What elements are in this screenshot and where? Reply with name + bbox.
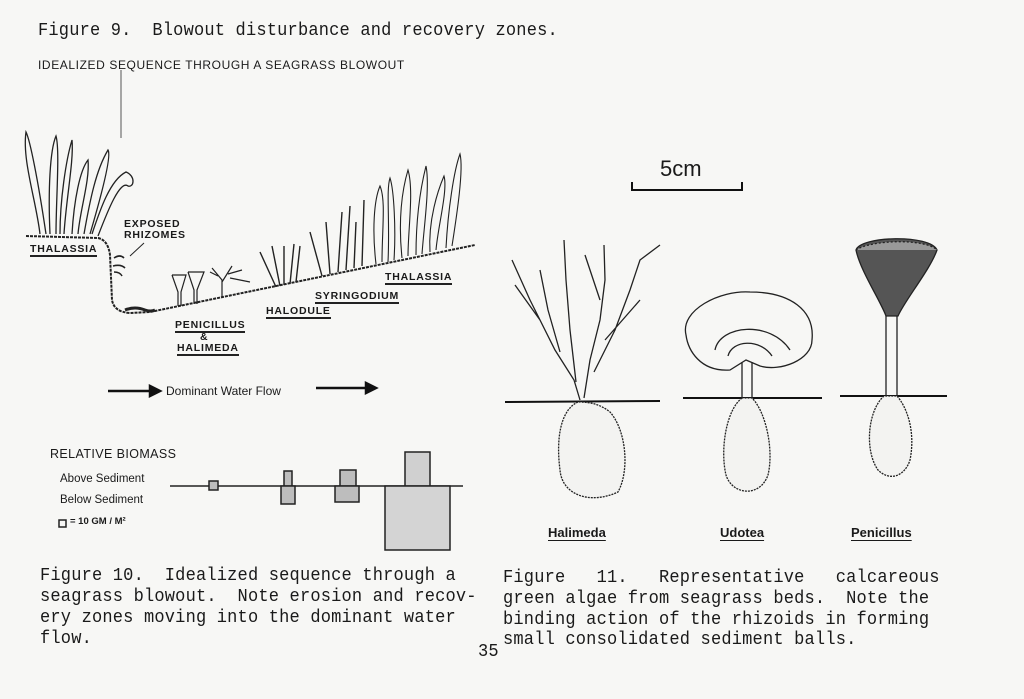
- label-penicillus: PENICILLUS: [175, 319, 246, 333]
- biomass-bar-zone2-below: [280, 485, 296, 505]
- caption-line: Figure 10. Idealized sequence through a: [40, 565, 456, 586]
- label-exposed: EXPOSED: [124, 218, 181, 230]
- caption-line: binding action of the rhizoids in formin…: [503, 609, 930, 630]
- caption-line: Figure 11. Representative calcareous: [503, 567, 940, 588]
- halodule-syringodium-plants: [259, 199, 365, 288]
- label-thalassia-left: THALASSIA: [30, 243, 98, 257]
- halimeda-drawing: [511, 239, 661, 499]
- legend-square-icon: [58, 519, 67, 528]
- scale-bar: [631, 182, 743, 191]
- flow-label: Dominant Water Flow: [166, 384, 281, 398]
- species-label-halimeda: Halimeda: [548, 525, 606, 540]
- caption-line: small consolidated sediment balls.: [503, 629, 857, 650]
- biomass-above-label: Above Sediment: [60, 473, 145, 485]
- biomass-bar-zone1: [208, 480, 219, 491]
- biomass-chart: [58, 451, 463, 551]
- species-label-udotea: Udotea: [720, 525, 765, 540]
- biomass-bar-zone4-below: [384, 485, 451, 551]
- biomass-below-label: Below Sediment: [60, 494, 144, 506]
- penicillus-halimeda-plants: [171, 265, 251, 306]
- label-halimeda: HALIMEDA: [177, 342, 239, 356]
- figure-9-title: Figure 9. Blowout disturbance and recove…: [38, 20, 558, 41]
- exposed-rhizomes: [112, 255, 126, 277]
- thalassia-right-plants: [373, 152, 462, 265]
- label-syringodium: SYRINGODIUM: [315, 290, 400, 304]
- biomass-bar-zone2-above: [283, 470, 293, 487]
- label-thalassia-right: THALASSIA: [385, 271, 453, 285]
- biomass-bar-zone3-above: [339, 469, 357, 487]
- figure-9-subtitle: IDEALIZED SEQUENCE THROUGH A SEAGRASS BL…: [38, 58, 405, 72]
- label-halodule: HALODULE: [266, 305, 331, 319]
- caption-line: green algae from seagrass beds. Note the: [503, 588, 930, 609]
- biomass-legend: = 10 GM / M²: [70, 516, 126, 527]
- label-rhizomes: RHIZOMES: [124, 229, 186, 241]
- page-number: 35: [478, 641, 499, 662]
- caption-line: seagrass blowout. Note erosion and recov…: [40, 586, 477, 607]
- species-label-penicillus: Penicillus: [851, 525, 912, 540]
- biomass-bar-zone3-below: [334, 485, 360, 503]
- caption-line: flow.: [40, 628, 92, 649]
- scale-label: 5cm: [660, 156, 702, 181]
- flow-arrows: [108, 380, 379, 399]
- penicillus-drawing: [855, 238, 938, 477]
- biomass-bar-zone4-above: [404, 451, 431, 487]
- udotea-drawing: [684, 291, 813, 492]
- caption-line: ery zones moving into the dominant water: [40, 607, 456, 628]
- label-ampersand: &: [200, 331, 209, 343]
- thalassia-left-plants: [24, 129, 134, 237]
- biomass-title: RELATIVE BIOMASS: [50, 447, 177, 461]
- blowout-ground-profile: [25, 235, 476, 315]
